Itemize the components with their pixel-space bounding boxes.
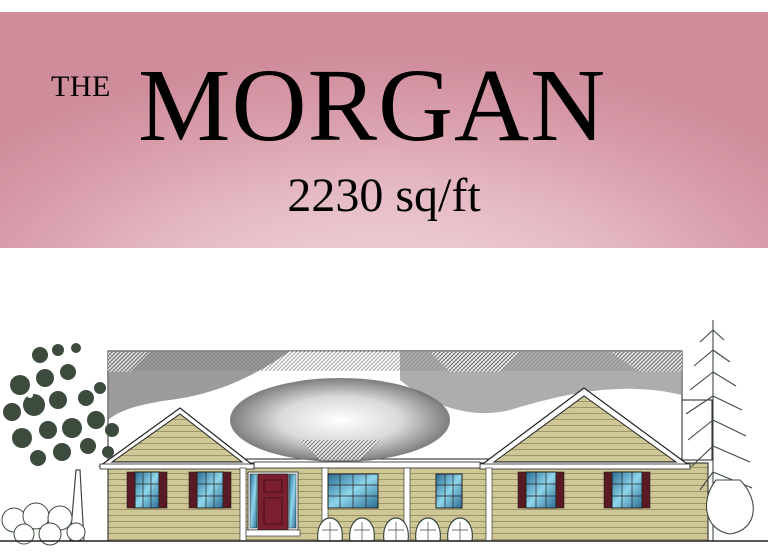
window-left-1 (126, 471, 168, 509)
porch-fascia (253, 461, 481, 469)
house-elevation-drawing (0, 320, 768, 546)
house-name: MORGAN (138, 48, 607, 163)
right-pine-tree (685, 320, 754, 541)
window-center-double (327, 473, 379, 509)
window-right-1 (517, 471, 565, 509)
title-banner: THE MORGAN 2230 sq/ft (0, 12, 768, 248)
right-gable (478, 387, 692, 470)
window-left-2 (188, 471, 232, 509)
left-tree (1, 343, 119, 546)
window-right-2 (603, 471, 651, 509)
square-footage: 2230 sq/ft (287, 169, 481, 222)
title-prefix: THE (51, 70, 111, 103)
corner-trim (485, 467, 493, 542)
left-gable (98, 407, 256, 470)
corner-trim (239, 467, 247, 542)
window-center-single (435, 473, 463, 509)
shrub-leaves (322, 522, 468, 541)
front-door (245, 471, 301, 537)
